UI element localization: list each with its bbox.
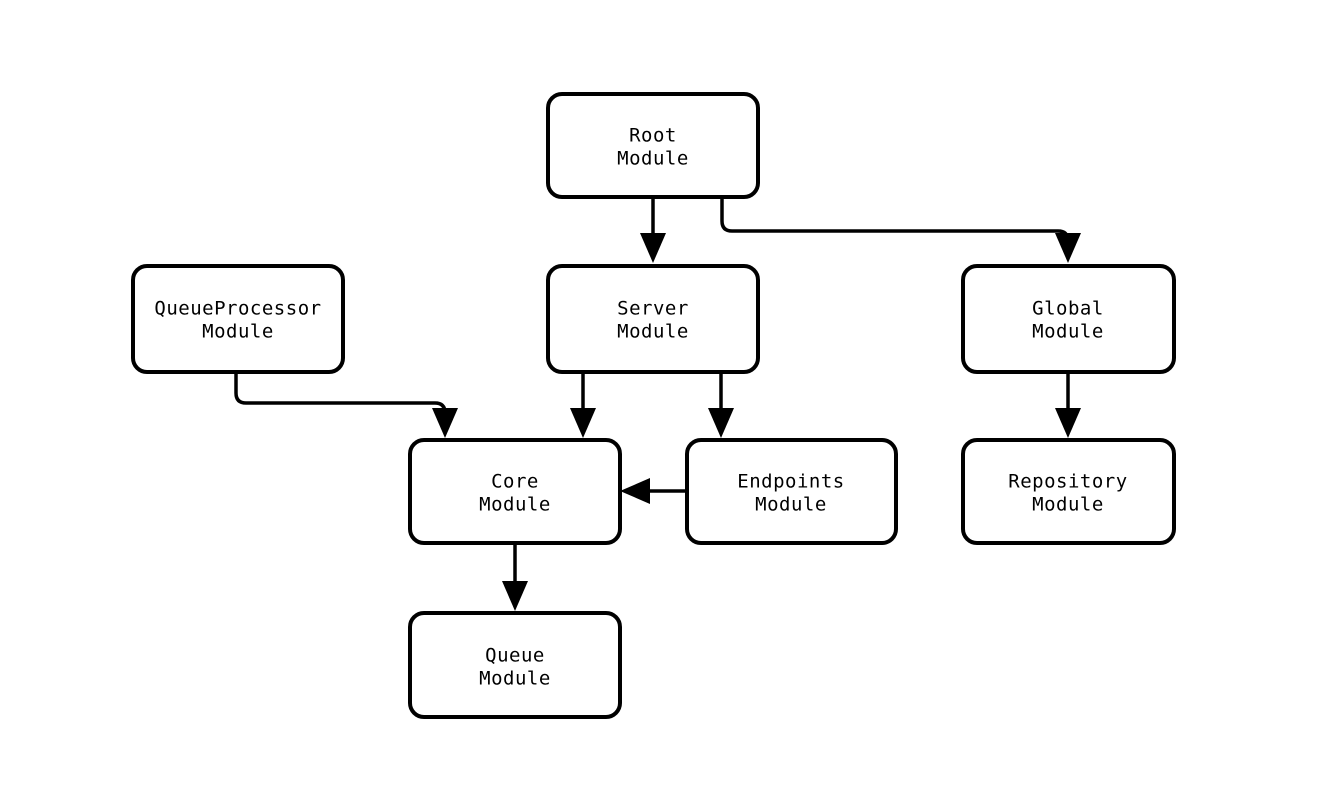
- node-queue-module[interactable]: Queue Module: [408, 611, 622, 719]
- node-global-module-label-line2: Module: [1032, 321, 1104, 343]
- node-repository-module[interactable]: Repository Module: [961, 438, 1176, 545]
- node-queue-module-label-line1: Queue: [485, 645, 545, 667]
- node-queueprocessor-module-label-line1: QueueProcessor: [154, 298, 321, 320]
- node-repository-module-label-line2: Module: [1032, 494, 1104, 516]
- node-global-module-box[interactable]: [961, 264, 1176, 374]
- edge-root-to-global: [720, 197, 1081, 263]
- edge-global-to-repository-arrowhead: [1055, 408, 1081, 438]
- node-core-module-label-line2: Module: [479, 494, 551, 516]
- nodes-layer: Root Module QueueProcessor Module Server…: [131, 92, 1176, 719]
- node-server-module[interactable]: Server Module: [546, 264, 760, 374]
- edge-server-to-endpoints-arrowhead: [708, 408, 734, 438]
- node-server-module-label-line2: Module: [617, 321, 689, 343]
- node-server-module-box[interactable]: [546, 264, 760, 374]
- node-root-module-label-line2: Module: [617, 148, 689, 170]
- node-global-module-label-line1: Global: [1032, 298, 1104, 320]
- node-endpoints-module[interactable]: Endpoints Module: [685, 438, 898, 545]
- edge-root-to-server-arrowhead: [640, 233, 666, 263]
- node-global-module[interactable]: Global Module: [961, 264, 1176, 374]
- node-repository-module-box[interactable]: [961, 438, 1176, 545]
- node-repository-module-label-line1: Repository: [1008, 471, 1127, 493]
- edge-core-to-queue: [502, 543, 528, 611]
- node-root-module-box[interactable]: [546, 92, 760, 199]
- node-endpoints-module-box[interactable]: [685, 438, 898, 545]
- edge-server-to-core-arrowhead: [570, 408, 596, 438]
- edge-queueprocessor-to-core-arrowhead: [432, 408, 458, 438]
- edge-queueprocessor-to-core-line: [234, 372, 447, 416]
- node-queueprocessor-module-label-line2: Module: [202, 321, 274, 343]
- edge-core-to-queue-arrowhead: [502, 581, 528, 611]
- edge-queueprocessor-to-core: [234, 372, 458, 438]
- edge-root-to-server: [640, 197, 666, 263]
- node-endpoints-module-label-line1: Endpoints: [737, 471, 844, 493]
- node-queue-module-label-line2: Module: [479, 668, 551, 690]
- edge-endpoints-to-core-arrowhead: [620, 478, 650, 504]
- node-queueprocessor-module-box[interactable]: [131, 264, 345, 374]
- edge-endpoints-to-core: [620, 478, 687, 504]
- edge-global-to-repository: [1055, 372, 1081, 438]
- edges-layer: [234, 197, 1081, 611]
- edge-root-to-global-line: [720, 197, 1070, 243]
- node-core-module-label-line1: Core: [491, 471, 539, 493]
- node-server-module-label-line1: Server: [617, 298, 689, 320]
- node-core-module[interactable]: Core Module: [408, 438, 622, 545]
- node-endpoints-module-label-line2: Module: [755, 494, 827, 516]
- edge-server-to-core: [570, 372, 596, 438]
- node-core-module-box[interactable]: [408, 438, 622, 545]
- node-queue-module-box[interactable]: [408, 611, 622, 719]
- node-root-module[interactable]: Root Module: [546, 92, 760, 199]
- node-root-module-label-line1: Root: [629, 125, 677, 147]
- edge-root-to-global-arrowhead: [1055, 233, 1081, 263]
- node-queueprocessor-module[interactable]: QueueProcessor Module: [131, 264, 345, 374]
- edge-server-to-endpoints: [708, 372, 734, 438]
